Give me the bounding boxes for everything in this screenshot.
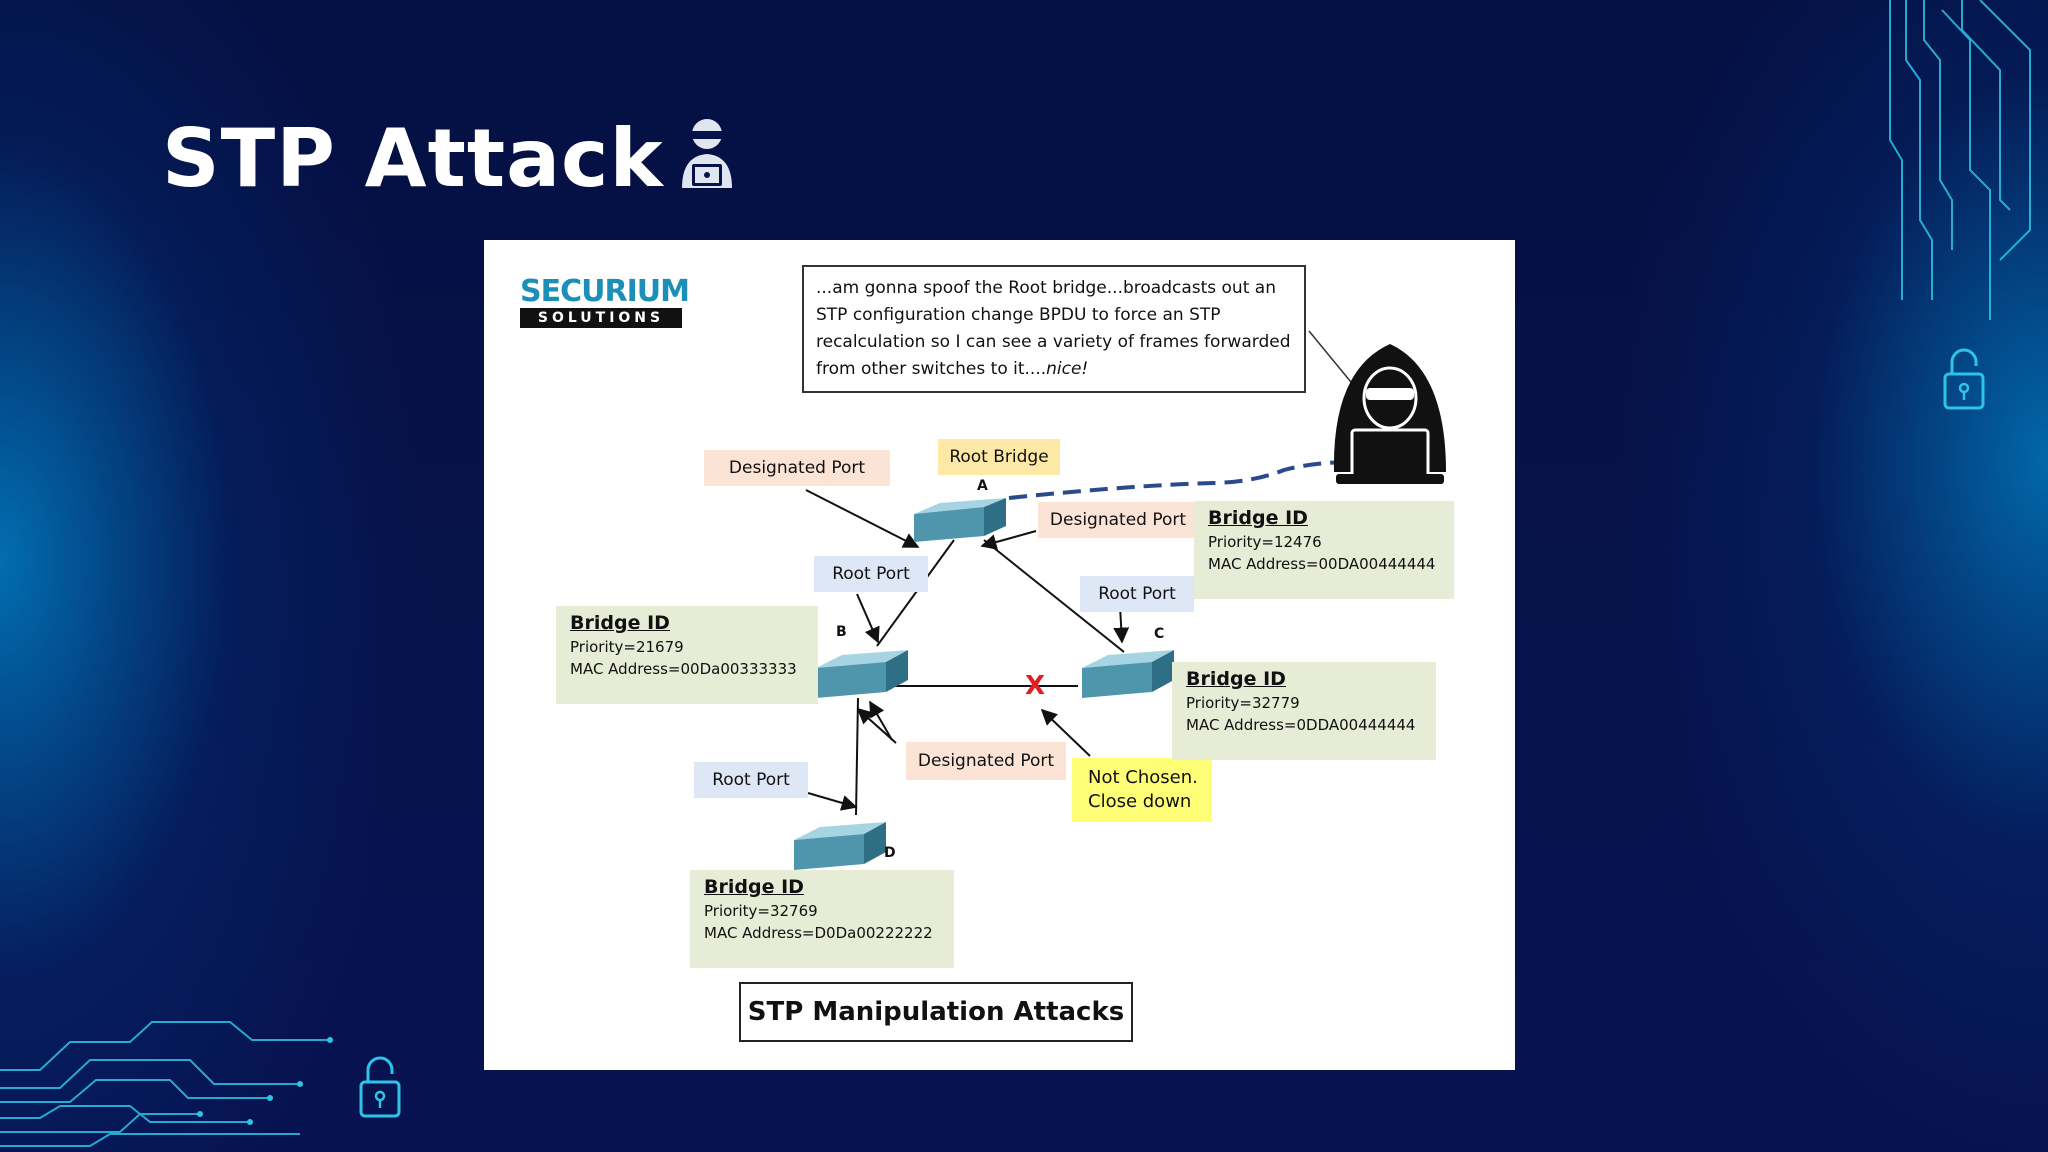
bridge-id-d: Bridge ID Priority=32769 MAC Address=D0D… <box>690 870 954 968</box>
speech-line: ...am gonna spoof the Root bridge...broa… <box>816 278 1276 298</box>
bridge-id-a: Bridge ID Priority=12476 MAC Address=00D… <box>1194 501 1454 599</box>
link-b-d <box>855 697 859 816</box>
arrow-designated-port-b1 <box>869 700 893 741</box>
label-designated-port-ac: Designated Port <box>1038 502 1198 538</box>
attacker-speech-bubble: ...am gonna spoof the Root bridge...broa… <box>802 265 1306 393</box>
speech-line: recalculation so I can see a variety of … <box>816 332 1291 352</box>
diagram-lines <box>794 330 1446 870</box>
arrow-root-port-c <box>1113 605 1130 644</box>
not-chosen-line-2: Close down <box>1088 791 1192 812</box>
speech-emphasis: nice! <box>1046 359 1089 379</box>
label-root-port-c: Root Port <box>1080 576 1194 612</box>
switch-c <box>1082 650 1174 698</box>
securium-logo: SECURIUM SOLUTIONS <box>520 274 690 328</box>
unlocked-padlock-icon <box>359 1056 401 1118</box>
arrow-designated-port-ac <box>980 530 1037 550</box>
arrow-not-chosen <box>1040 708 1091 757</box>
speech-line: STP configuration change BPDU to force a… <box>816 305 1221 325</box>
arrow-root-port-b <box>856 593 880 644</box>
not-chosen-line-1: Not Chosen. <box>1088 767 1198 788</box>
switch-d <box>794 822 886 870</box>
switch-a <box>914 498 1006 542</box>
link-a-b <box>876 539 955 647</box>
attacker-hacker-icon <box>1333 344 1446 484</box>
label-not-chosen: Not Chosen. Close down <box>1072 758 1212 822</box>
slide-title: STP Attack <box>162 112 664 205</box>
attacker-link <box>1008 460 1355 500</box>
stp-diagram-figure: SECURIUM SOLUTIONS ...am gonna spoof the… <box>484 240 1515 1070</box>
switch-b <box>816 650 908 698</box>
arrow-designated-port-a <box>805 489 920 548</box>
hacker-icon <box>682 119 732 188</box>
label-designated-port-b: Designated Port <box>906 742 1066 780</box>
link-a-c <box>983 539 1125 653</box>
arrow-root-port-d <box>807 792 858 811</box>
blocked-port-marker: X <box>1025 671 1046 701</box>
arrow-designated-port-b2 <box>856 707 897 744</box>
circuit-decor-left <box>0 1021 333 1147</box>
speech-line: from other switches to it.... <box>816 359 1047 379</box>
figure-caption: STP Manipulation Attacks <box>739 982 1133 1042</box>
label-designated-port-a: Designated Port <box>704 450 890 486</box>
label-root-port-d: Root Port <box>694 762 808 798</box>
switch-label-a: A <box>977 478 988 494</box>
label-root-bridge: Root Bridge <box>938 439 1060 475</box>
bridge-id-c: Bridge ID Priority=32779 MAC Address=0DD… <box>1172 662 1436 760</box>
unlocked-padlock-icon <box>1943 348 1985 410</box>
switch-label-b: B <box>836 624 847 640</box>
circuit-decor-right <box>1889 0 2031 320</box>
switch-label-d: D <box>884 845 896 861</box>
bridge-id-b: Bridge ID Priority=21679 MAC Address=00D… <box>556 606 818 704</box>
switch-label-c: C <box>1154 626 1165 642</box>
speech-tail <box>1308 330 1356 388</box>
label-root-port-b: Root Port <box>814 556 928 592</box>
